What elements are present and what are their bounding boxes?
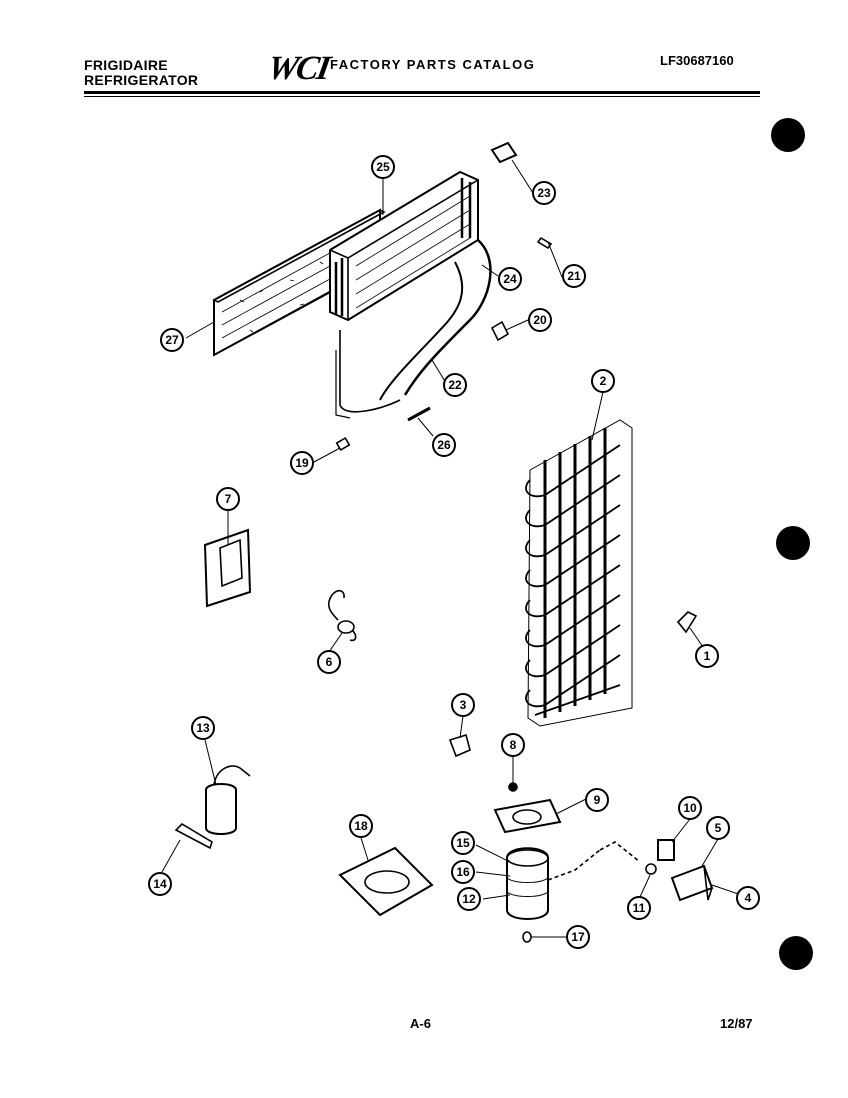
callout-23: 23 [532, 181, 556, 205]
callout-16: 16 [451, 860, 475, 884]
tube-24-drawing [403, 239, 492, 396]
drain-tube-26-drawing [407, 406, 431, 422]
callout-20: 20 [528, 308, 552, 332]
header-rule [84, 91, 760, 94]
callout-label: 9 [594, 793, 601, 807]
clip-3-drawing [448, 733, 471, 758]
callout-label: 16 [456, 865, 470, 879]
binder-hole-bottom [779, 936, 813, 970]
capacitor-13-drawing [205, 765, 251, 835]
part-callouts: 1 2 3 4 5 6 7 8 9 10 11 12 13 14 15 16 1… [148, 155, 760, 949]
callout-label: 1 [704, 649, 711, 663]
callout-label: 21 [567, 269, 581, 283]
catalog-brand: FRIGIDAIRE REFRIGERATOR [84, 58, 198, 88]
callout-7: 7 [216, 487, 240, 511]
callout-label: 18 [354, 819, 368, 833]
callout-6: 6 [317, 650, 341, 674]
callout-9: 9 [585, 788, 609, 812]
callout-25: 25 [371, 155, 395, 179]
clip-11-drawing [645, 863, 657, 875]
callout-label: 4 [745, 891, 752, 905]
callout-22: 22 [443, 373, 467, 397]
callout-19: 19 [290, 451, 314, 475]
retainer-21-drawing [536, 236, 553, 250]
evaporator-drawing [329, 170, 479, 322]
callout-label: 15 [456, 836, 470, 850]
callout-15: 15 [451, 831, 475, 855]
callout-label: 19 [295, 456, 309, 470]
clip-19-drawing [335, 436, 351, 452]
model-number: LF30687160 [660, 53, 734, 68]
grommet-8-drawing [508, 782, 518, 792]
clip-1-drawing [676, 611, 698, 634]
callout-27: 27 [160, 328, 184, 352]
callout-2: 2 [591, 369, 615, 393]
callout-17: 17 [566, 925, 590, 949]
callout-1: 1 [695, 644, 719, 668]
brand-line-2: REFRIGERATOR [84, 72, 199, 88]
condenser-coil-drawing [525, 419, 633, 727]
callout-13: 13 [191, 716, 215, 740]
clip-23-drawing [490, 141, 518, 164]
binder-hole-top [771, 118, 805, 152]
catalog-date: 12/87 [720, 1016, 753, 1031]
callout-10: 10 [678, 796, 702, 820]
page-number: A-6 [410, 1016, 431, 1031]
callout-label: 17 [571, 930, 585, 944]
callout-26: 26 [432, 433, 456, 457]
callout-8: 8 [501, 733, 525, 757]
bracket-7-drawing [203, 528, 252, 608]
callout-label: 3 [460, 698, 467, 712]
clip-20-drawing [490, 320, 510, 342]
cover-4-drawing [670, 864, 714, 902]
callout-21: 21 [562, 264, 586, 288]
callout-3: 3 [451, 693, 475, 717]
callout-14: 14 [148, 872, 172, 896]
callout-label: 23 [537, 186, 551, 200]
callout-label: 11 [633, 901, 646, 915]
callout-label: 8 [510, 738, 517, 752]
callout-4: 4 [736, 886, 760, 910]
grommet-17-drawing [522, 931, 532, 943]
callout-11: 11 [627, 896, 651, 920]
callout-label: 6 [326, 655, 333, 669]
cord-6-drawing [327, 589, 357, 642]
callout-label: 26 [437, 438, 451, 452]
callout-5: 5 [706, 816, 730, 840]
callout-label: 13 [196, 721, 210, 735]
callout-label: 5 [715, 821, 722, 835]
callout-label: 22 [448, 378, 462, 392]
callout-label: 27 [165, 333, 179, 347]
callout-24: 24 [498, 267, 522, 291]
callout-label: 14 [153, 877, 167, 891]
callout-12: 12 [457, 887, 481, 911]
header-rule-thin [84, 96, 760, 97]
callout-label: 2 [600, 374, 607, 388]
callout-label: 10 [683, 801, 697, 815]
callout-18: 18 [349, 814, 373, 838]
relay-10-drawing [657, 839, 675, 861]
base-bracket-18-drawing [338, 846, 434, 917]
brand-line-1: FRIGIDAIRE [84, 57, 168, 73]
callout-label: 25 [376, 160, 390, 174]
callout-label: 24 [503, 272, 517, 286]
catalog-title: FACTORY PARTS CATALOG [330, 57, 536, 72]
binder-hole-middle [776, 526, 810, 560]
heater-22-drawing [339, 330, 401, 413]
callout-label: 7 [225, 492, 232, 506]
callout-label: 20 [533, 313, 547, 327]
callout-label: 12 [462, 892, 476, 906]
bracket-14-drawing [174, 822, 213, 850]
compressor-drawing [506, 841, 641, 920]
compressor-mount-9-drawing [493, 798, 562, 834]
